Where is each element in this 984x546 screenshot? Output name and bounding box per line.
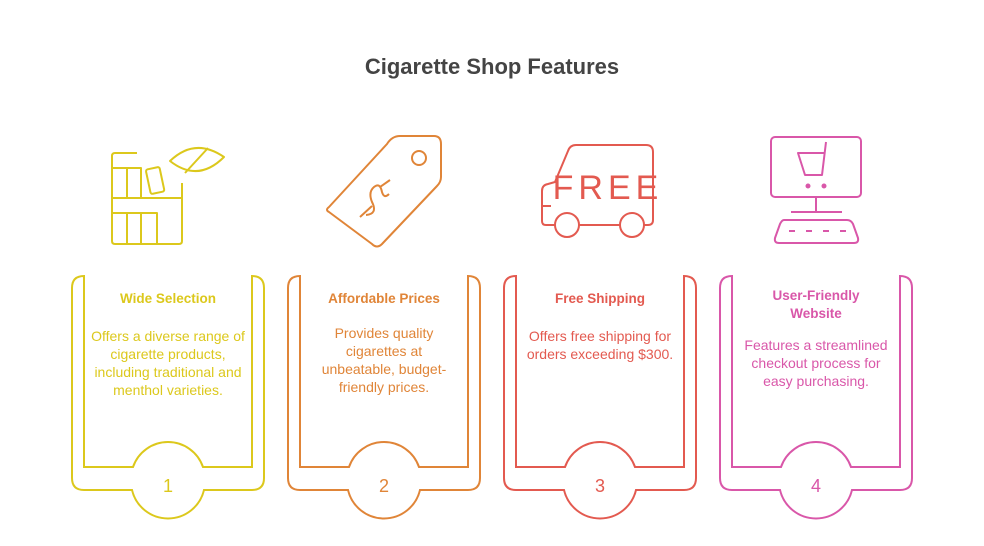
card-description: Provides quality cigarettes at unbeatabl… (321, 325, 447, 395)
card-frame (503, 274, 697, 520)
card-title: Free Shipping (554, 291, 645, 306)
page-title: Cigarette Shop Features (364, 54, 620, 79)
shelf-leaf-icon (111, 146, 225, 245)
card-title: Affordable Prices (328, 291, 440, 306)
step-number: 3 (594, 476, 605, 496)
feature-card-1: Wide Selection Offers a diverse range of… (71, 274, 265, 526)
truck-free-text: FREE (553, 169, 664, 207)
card-frame (719, 274, 913, 520)
card-frame (287, 274, 481, 520)
feature-card-2: Affordable Prices Provides quality cigar… (287, 274, 481, 526)
price-tag-icon (326, 135, 442, 248)
card-description: Offers a diverse range of cigarette prod… (91, 328, 245, 398)
feature-card-3: Free Shipping Offers free shipping for o… (503, 274, 697, 526)
feature-card-4: User-Friendly Website Features a streaml… (719, 274, 913, 526)
card-title: User-Friendly Website (772, 288, 860, 321)
card-description: Offers free shipping for orders exceedin… (526, 328, 674, 362)
step-number: 4 (810, 476, 821, 496)
card-title: Wide Selection (120, 291, 216, 306)
delivery-truck-icon: FREE (541, 144, 658, 238)
card-description: Features a streamlined checkout process … (744, 337, 888, 389)
computer-cart-icon (770, 136, 862, 244)
card-frame (71, 274, 265, 520)
step-number: 1 (162, 476, 173, 496)
step-number: 2 (378, 476, 389, 496)
